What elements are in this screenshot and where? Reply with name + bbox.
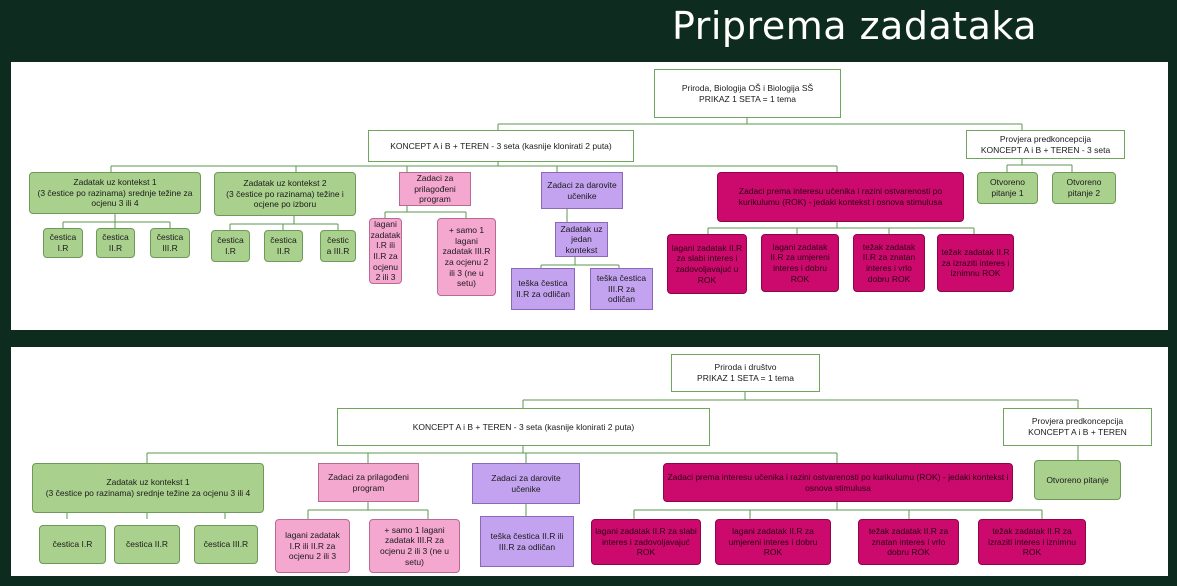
connector [384,206,467,218]
connector [633,502,1043,519]
interest-task-node: težak zadatak II.R za izraziti interes i… [978,519,1086,565]
interest-task-node: lagani zadatak II.R za slabi interes i z… [667,234,747,294]
connector [522,392,1079,408]
particle-node: čestica I.R [211,230,250,262]
interest-task-node: težak zadatak II.R za znatan interes i v… [858,519,959,565]
adapted-program-node: Zadaci za prilagođeni program [318,463,419,502]
root-node: Priroda, Biologija OŠ i Biologija SŠ PRI… [654,69,841,118]
adapted-extra-task-node: + samo 1 lagani zadatak III.R za ocjenu … [369,519,460,573]
gifted-students-node: Zadaci za darovite učenike [541,172,623,209]
interest-task-node: težak zadatak II.R za izraziti interes i… [937,234,1014,292]
particle-node: čestica II.R [96,228,135,258]
connector [1006,159,1073,172]
adapted-task-node: lagani zadatak I.R ili II.R za ocjenu 2 … [369,218,402,284]
root-node: Priroda i društvo PRIKAZ 1 SETA = 1 tema [671,354,820,392]
concept-node: KONCEPT A i B + TEREN - 3 seta (kasnije … [368,130,634,162]
diagram-panel-1: Priroda, Biologija OŠ i Biologija SŠ PRI… [11,62,1168,330]
adapted-extra-task-node: + samo 1 lagani zadatak III.R za ocjenu … [437,218,496,296]
interest-task-node: lagani zadatak II.R za slabi interes i z… [591,519,701,565]
connector [62,214,171,228]
particle-node: čestica III.R [150,228,190,258]
open-question-node: Otvoreno pitanje [1034,460,1121,500]
connector [497,118,1023,130]
adapted-program-node: Zadaci za prilagođeni program [399,172,471,206]
interest-task-node: lagani zadatak II.R za umjereni interes … [761,234,839,292]
open-question-2-node: Otvoreno pitanje 2 [1052,172,1116,204]
interest-tasks-node: Zadaci prema interesu učenika i razini o… [663,463,1013,502]
gifted-task-node: teška čestica II.R ili III.R za odličan [480,516,574,567]
particle-node: čestica II.R [264,230,303,262]
context-task-1-node: Zadatak uz kontekst 1 (3 čestice po razi… [32,463,264,513]
interest-tasks-node: Zadaci prema interesu učenika i razini o… [717,172,964,222]
context-task-2-node: Zadatak uz kontekst 2 (3 čestice po razi… [214,172,356,216]
concept-node: KONCEPT A i B + TEREN - 3 seta (kasnije … [337,408,710,446]
particle-node: čestica I.R [39,525,106,564]
particle-node: čestic a III.R [320,230,356,262]
context-task-1-node: Zadatak uz kontekst 1 (3 čestice po razi… [29,172,201,214]
open-question-1-node: Otvoreno pitanje 1 [977,172,1038,204]
gifted-task-node: teška čestica III.R za odličan [590,268,653,310]
pre-concept-check-node: Provjera predkoncepcija KONCEPT A i B + … [1003,408,1152,446]
gifted-single-context-node: Zadatak uz jedan kontekst [555,222,608,257]
gifted-students-node: Zadaci za darovite učenike [472,463,580,504]
connector [110,162,838,172]
interest-task-node: težak zadatak II.R za znatan interes i v… [853,234,925,292]
page-title: Priprema zadataka [672,4,1038,48]
connector [146,446,838,463]
connector [229,216,339,230]
adapted-task-node: lagani zadatak I.R ili II.R za ocjenu 2 … [275,519,350,573]
diagram-panel-2: Priroda i društvo PRIKAZ 1 SETA = 1 tema… [11,347,1168,576]
particle-node: čestica III.R [194,525,258,564]
particle-node: čestica I.R [43,228,83,258]
particle-node: čestica II.R [114,525,180,564]
gifted-task-node: teška čestica II.R za odličan [511,268,575,310]
pre-concept-check-node: Provjera predkoncepcija KONCEPT A i B + … [966,130,1125,159]
interest-task-node: lagani zadatak II.R za umjereni interes … [715,519,831,565]
connector [707,222,975,234]
